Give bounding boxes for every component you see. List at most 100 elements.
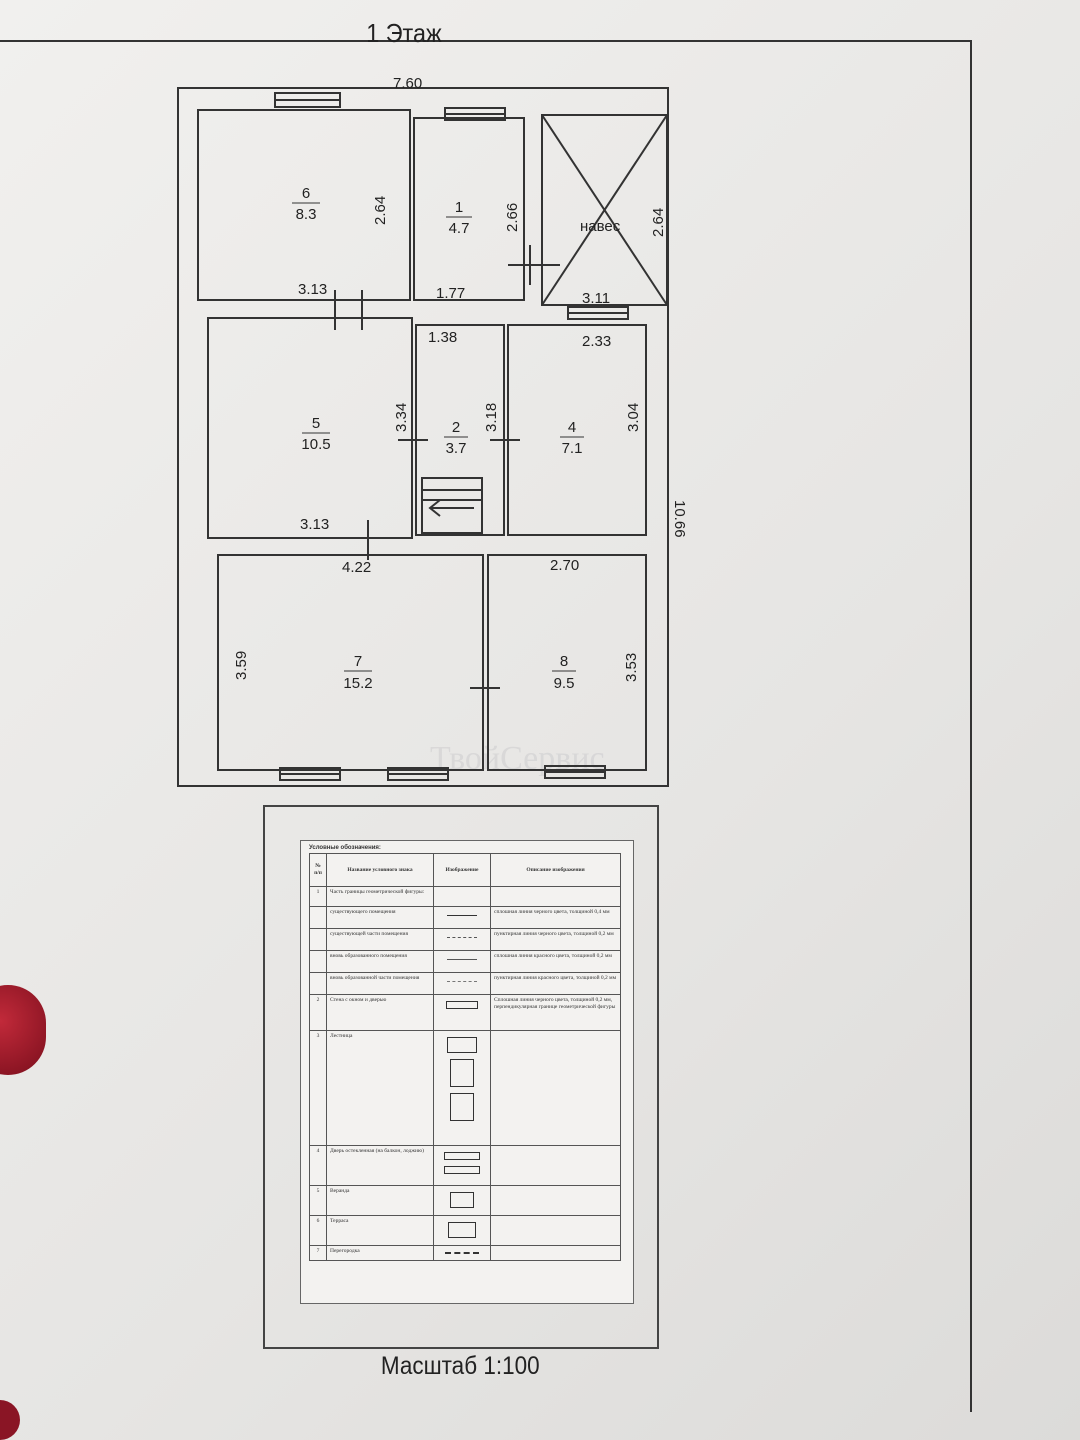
svg-text:2: 2 [452,419,460,436]
room-8-outline [487,554,647,771]
header: Название условного знака [326,853,434,887]
legend-frame [263,805,659,1349]
row-name: вновь образованного помещения [326,950,434,973]
row-name: Веранда [326,1185,434,1216]
svg-text:1: 1 [455,199,463,216]
row-name: Терраса [326,1215,434,1246]
svg-text:5: 5 [312,415,320,432]
dim-overall-depth: 10.66 [671,500,688,538]
dim: 3.18 [483,403,500,432]
legend-symbol-icon [433,972,491,995]
svg-text:7.1: 7.1 [562,440,583,457]
dim-overall-width: 7.60 [393,75,422,92]
legend-symbol-icon [433,994,491,1031]
header: Описание изображения [490,853,621,887]
legend-symbol-icon [433,1185,491,1216]
room-1-outline [413,117,525,301]
legend-row: вновь образованного помещения сплошная ли… [309,950,621,973]
legend-symbol-icon [433,886,491,907]
row-description [490,1030,621,1146]
row-description: пунктирная линия красного цвета, толщино… [490,972,621,995]
legend-symbol-icon [433,906,491,929]
svg-text:8: 8 [560,653,568,670]
row-name: существующей части помещения [326,928,434,951]
row-number [309,950,327,973]
room-8-label: 89.5 [552,653,576,692]
legend-symbol-icon [433,928,491,951]
row-number [309,972,327,995]
room-7-outline [217,554,484,771]
row-description [490,1215,621,1246]
room-1-label: 14.7 [446,199,472,237]
row-number: 4 [309,1145,327,1186]
dim: 3.11 [582,290,610,307]
row-number [309,906,327,929]
row-name: вновь образованной части помещения [326,972,434,995]
legend-caption: Условные обозначения: [309,845,381,851]
room-5-label: 510.5 [301,415,330,453]
dim: 1.77 [436,285,465,302]
row-number: 3 [309,1030,327,1146]
legend-symbol-icon [433,1215,491,1246]
floor-plan: 7.60 10.66 2.64 3.13 2.66 1.77 2.64 3.11… [177,75,688,787]
outer-wall [177,87,669,787]
dim: 3.13 [298,281,327,298]
room-4-outline [507,324,647,536]
room-5-outline [207,317,413,539]
row-number: 1 [309,886,327,907]
dim: 2.64 [650,208,667,237]
scale-label: Масштаб 1:100 [380,1352,540,1380]
row-description: сплошная линия черного цвета, толщиной 0… [490,906,621,929]
row-description [490,1245,621,1261]
row-description: сплошная линия красного цвета, толщиной … [490,950,621,973]
svg-text:3.7: 3.7 [446,440,467,457]
svg-text:4: 4 [568,419,576,436]
header: Изображение [433,853,491,887]
row-description [490,1145,621,1186]
row-description [490,886,621,907]
svg-text:15.2: 15.2 [343,675,372,692]
row-name: Лестница [326,1030,434,1146]
row-name: существующего помещения [326,906,434,929]
svg-text:4.7: 4.7 [449,220,470,237]
svg-text:9.5: 9.5 [554,675,575,692]
header: № п/п [309,853,327,887]
row-number: 7 [309,1245,327,1261]
legend-symbol-icon [433,950,491,973]
door-marks [334,245,560,689]
dim: 3.59 [233,651,250,680]
windows [274,92,629,781]
dim: 2.33 [582,333,611,350]
row-description [490,1185,621,1216]
row-name: Стена с окном и дверью [326,994,434,1031]
legend-symbol-icon [433,1030,491,1146]
row-description: Сплошная линия черного цвета, толщиной 0… [490,994,621,1031]
floor-title: 1 Этаж [366,18,442,48]
stairs [421,477,483,534]
legend-row: существующего помещения сплошная линия че… [309,906,621,929]
svg-text:7: 7 [354,653,362,670]
dim: 2.70 [550,557,579,574]
svg-text:8.3: 8.3 [296,206,317,223]
row-number: 2 [309,994,327,1031]
legend-symbol-icon [433,1145,491,1186]
room-4-label: 47.1 [560,419,584,457]
legend-row: вновь образованной части помещения пункти… [309,972,621,995]
row-number: 6 [309,1215,327,1246]
finger-nail [0,1400,20,1440]
row-description: пунктирная линия черного цвета, толщиной… [490,928,621,951]
canopy-outline [541,114,668,306]
row-name: Часть границы геометрической фигуры: [326,886,434,907]
room-6-outline [197,109,411,301]
room-2-outline [415,324,505,536]
dim: 3.04 [625,403,642,432]
row-number: 5 [309,1185,327,1216]
room-7-label: 715.2 [343,653,372,692]
room-6-label: 68.3 [292,185,320,223]
row-number [309,928,327,951]
